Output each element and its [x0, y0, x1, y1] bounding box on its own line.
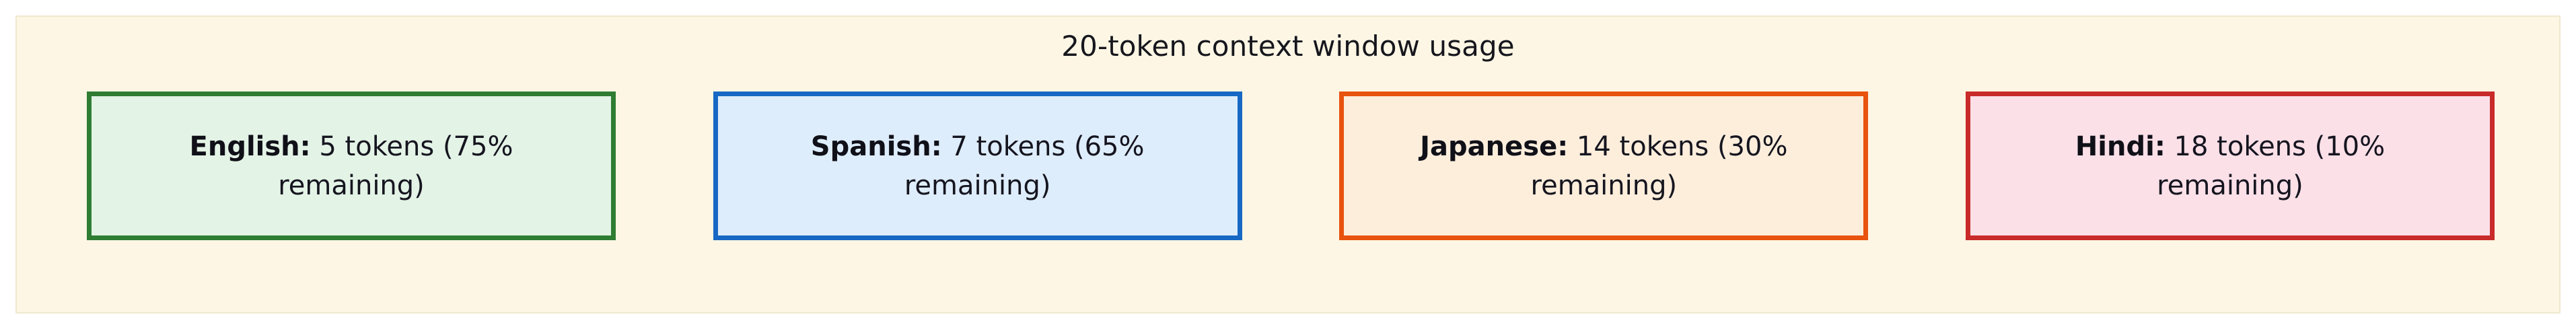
language-label: Hindi:	[2075, 131, 2166, 162]
token-usage-detail: 18 tokens (10% remaining)	[2157, 131, 2386, 201]
language-label: Spanish:	[810, 131, 942, 162]
language-card-text: Japanese: 14 tokens (30% remaining)	[1415, 127, 1792, 205]
language-label: Japanese:	[1420, 131, 1569, 162]
language-card-spanish: Spanish: 7 tokens (65% remaining)	[713, 92, 1242, 240]
page-title: 20-token context window usage	[1061, 30, 1515, 63]
language-card-japanese: Japanese: 14 tokens (30% remaining)	[1339, 92, 1869, 240]
token-usage-detail: 14 tokens (30% remaining)	[1530, 131, 1788, 201]
language-card-text: Spanish: 7 tokens (65% remaining)	[789, 127, 1166, 205]
token-usage-detail: 7 tokens (65% remaining)	[904, 131, 1145, 201]
language-card-text: English: 5 tokens (75% remaining)	[163, 127, 540, 205]
language-card-row: English: 5 tokens (75% remaining) Spanish…	[87, 92, 2495, 240]
context-window-panel: 20-token context window usage English: 5…	[15, 15, 2561, 314]
language-card-english: English: 5 tokens (75% remaining)	[87, 92, 616, 240]
language-card-hindi: Hindi: 18 tokens (10% remaining)	[1965, 92, 2495, 240]
language-label: English:	[189, 131, 311, 162]
token-usage-detail: 5 tokens (75% remaining)	[278, 131, 513, 201]
language-card-text: Hindi: 18 tokens (10% remaining)	[2042, 127, 2419, 205]
